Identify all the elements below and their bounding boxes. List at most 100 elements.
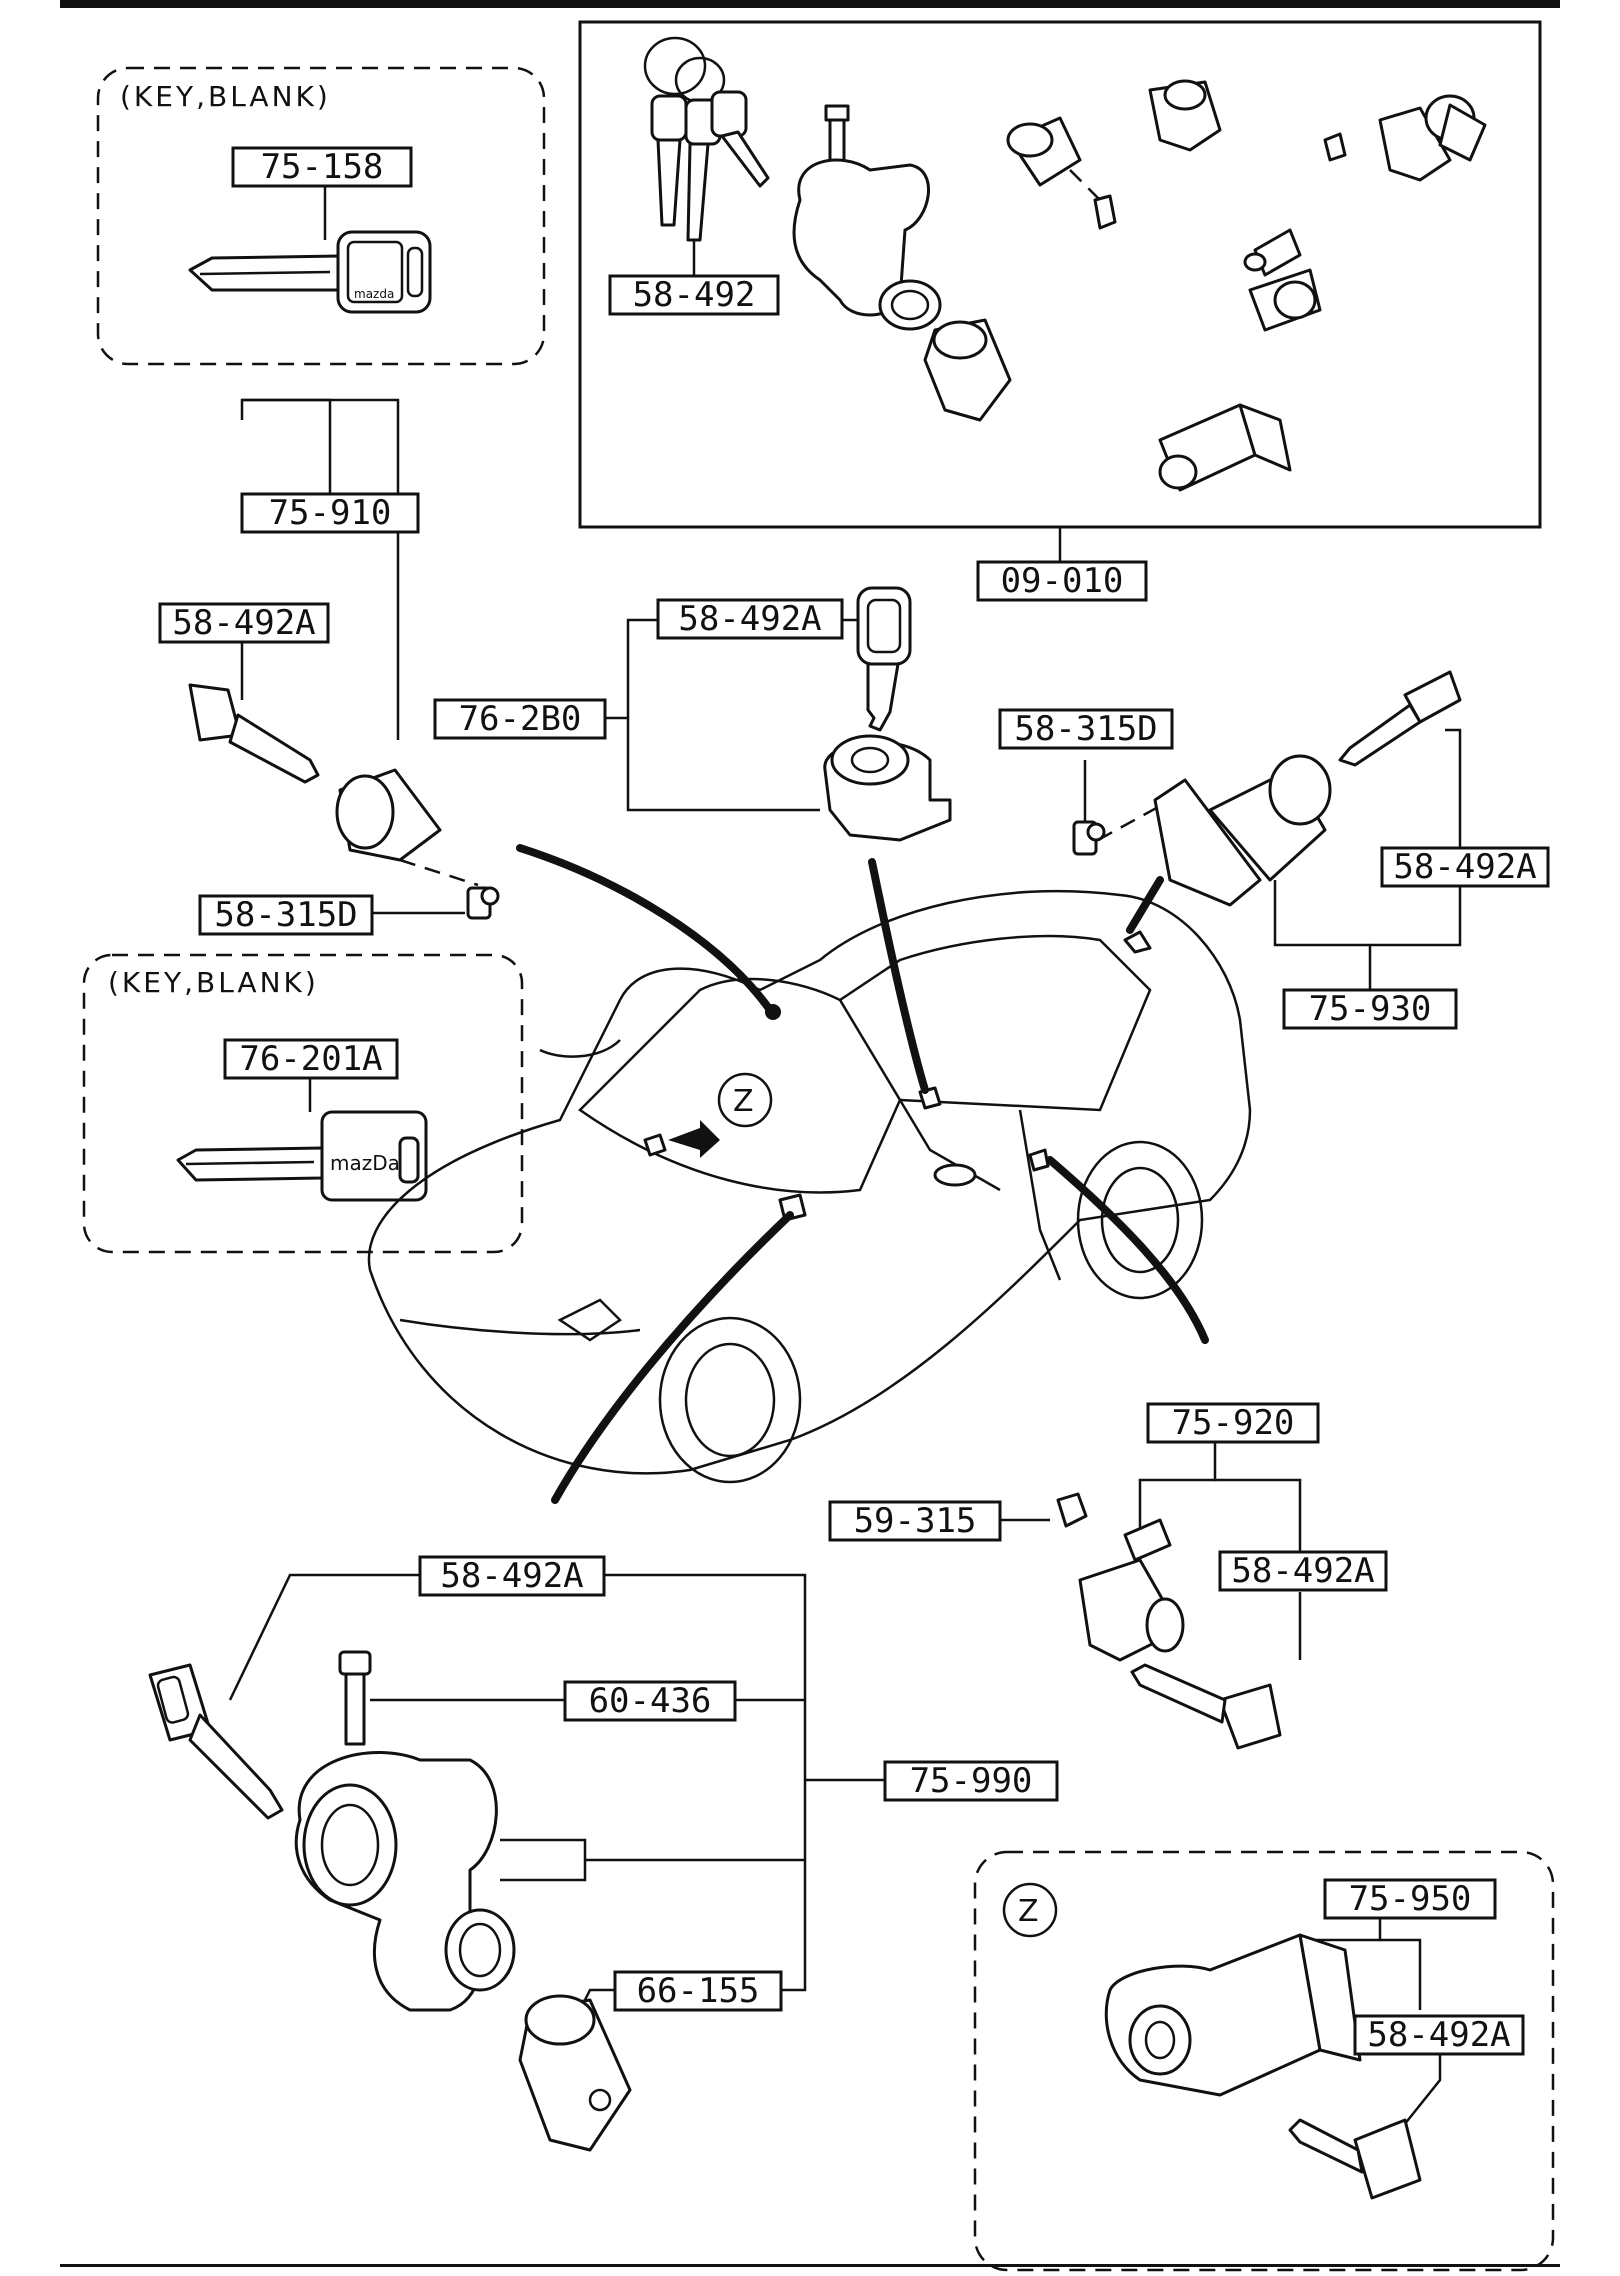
key-bunch — [643, 36, 770, 242]
kit-trunk-cylinder — [1148, 79, 1222, 152]
callout-label: 58-492A — [678, 599, 821, 639]
callout-label: 58-492A — [1231, 1551, 1374, 1591]
kit-bolt — [824, 104, 850, 168]
callout-label: 76-2B0 — [459, 699, 582, 739]
retainer-clip-left — [466, 886, 500, 920]
callout-box — [223, 1038, 399, 1080]
ignition-housing — [294, 1751, 516, 2012]
callout-box — [198, 894, 374, 936]
zone-marker-car: Z — [717, 1072, 773, 1128]
callout-box — [613, 1970, 783, 2012]
blank-key-mid: mazDa — [176, 1110, 428, 1202]
callout-label: 75-920 — [1172, 1403, 1295, 1443]
key-blank-mid-note: (KEY,BLANK) — [108, 966, 319, 999]
key-blank-mid-frame — [82, 953, 524, 1254]
callout-58-492A-d: 58-492A — [1218, 1550, 1388, 1592]
callout-label: 09-010 — [1001, 561, 1124, 601]
leader-75-920-right — [1215, 1478, 1302, 1552]
leader-76-2B0-vert — [626, 618, 658, 718]
pointer-glovebox — [1046, 1156, 1209, 1344]
callout-label: 75-950 — [1349, 1879, 1472, 1919]
door-cylinder-left — [335, 768, 442, 862]
kit-dash-left — [1069, 169, 1101, 201]
leader-75-910-right — [242, 398, 400, 740]
blank-key-mid-brand: mazDa — [330, 1151, 400, 1175]
door-cylinder-right — [1153, 754, 1332, 907]
leader-75-920 — [1138, 1440, 1217, 1530]
door-key-left — [188, 683, 320, 784]
callout-58-315D-a: 58-315D — [198, 894, 374, 936]
kit-ignition-housing — [792, 158, 942, 331]
bottom-rule — [60, 2264, 1560, 2267]
callout-label: 58-492 — [633, 275, 756, 315]
key-blank-top-note: (KEY,BLANK) — [120, 80, 331, 113]
callout-75-930: 75-930 — [1282, 988, 1458, 1030]
callout-75-990: 75-990 — [883, 1760, 1059, 1802]
callout-label: 58-315D — [1014, 709, 1157, 749]
callout-box — [1353, 2014, 1525, 2056]
callout-box — [563, 1680, 737, 1722]
pointer-ignition — [551, 1211, 794, 1504]
callout-label: 75-158 — [261, 147, 384, 187]
callout-box — [433, 698, 607, 740]
callout-66-155: 66-155 — [613, 1970, 783, 2012]
part-callouts: 75-158 58-492 09-010 75-910 58-492A 58-315D 76… — [158, 146, 1550, 2056]
callout-box — [656, 598, 844, 640]
callout-58-492A-c: 58-492A — [1380, 846, 1550, 888]
glovebox-key — [1288, 2118, 1422, 2200]
ignition-bolt — [338, 1650, 372, 1746]
callout-box — [1380, 846, 1550, 888]
kit-door-cylinder-right — [1378, 94, 1487, 182]
callout-box — [418, 1555, 606, 1597]
callout-label: 58-492A — [1367, 2015, 1510, 2055]
callout-58-492A-a: 58-492A — [158, 602, 330, 644]
callout-09-010: 09-010 — [976, 560, 1148, 602]
zone-arrow — [668, 1120, 720, 1158]
leader-58-492A-e — [228, 1573, 420, 1701]
callout-76-2B0: 76-2B0 — [433, 698, 607, 740]
dash-left-cylinder — [399, 858, 479, 887]
trunk-cylinder — [823, 734, 952, 842]
callout-box — [976, 560, 1148, 602]
leader-58-492A-c-lower — [1370, 885, 1462, 947]
callout-box — [1282, 988, 1458, 1030]
kit-lid-latch — [1158, 403, 1292, 492]
callout-58-492A-e: 58-492A — [418, 1555, 606, 1597]
zone-marker-detail: Z — [1002, 1882, 1058, 1938]
cap-59-315 — [1056, 1492, 1088, 1528]
bracket-housing — [500, 1838, 587, 1882]
car-illustration — [367, 889, 1252, 1484]
kit-glovebox-cylinder — [1243, 228, 1322, 332]
top-rule — [60, 0, 1560, 8]
pointer-trunk — [868, 858, 929, 1094]
callout-box — [231, 146, 413, 188]
callout-box — [1218, 1550, 1388, 1592]
callout-box — [1146, 1402, 1320, 1444]
door-cylinder-lower — [1078, 1518, 1185, 1662]
callout-58-315D-b: 58-315D — [998, 708, 1174, 750]
callout-box — [1323, 1878, 1497, 1920]
kit-clip-left — [1093, 194, 1117, 230]
callout-box — [998, 708, 1174, 750]
callout-label: 58-492A — [440, 1556, 583, 1596]
kit-ignition-switch — [923, 318, 1012, 422]
callout-box — [608, 274, 780, 316]
callout-76-201A: 76-201A — [223, 1038, 399, 1080]
callout-58-492A-f: 58-492A — [1353, 2014, 1525, 2056]
kit-clip-right — [1323, 132, 1347, 162]
callout-box — [828, 1500, 1002, 1542]
callout-box — [883, 1760, 1059, 1802]
blank-key-top: mazda — [188, 230, 432, 314]
key-blank-top-frame — [96, 66, 546, 366]
leader-58-492A-f — [1399, 2052, 1442, 2131]
callout-label: 75-930 — [1309, 989, 1432, 1029]
door-key-lower — [1130, 1663, 1282, 1750]
callout-75-910: 75-910 — [240, 492, 420, 534]
callout-label: 66-155 — [637, 1971, 760, 2011]
callout-label: 60-436 — [589, 1681, 712, 1721]
callout-58-492: 58-492 — [608, 274, 780, 316]
callout-box — [240, 492, 420, 534]
leader-58-492A-c — [1445, 728, 1462, 850]
